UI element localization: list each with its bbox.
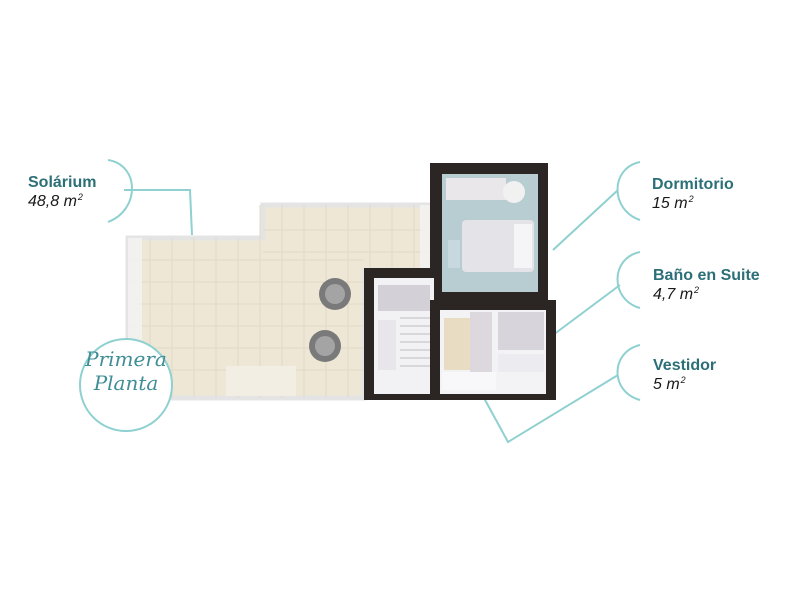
vestidor-cabinet <box>470 312 492 376</box>
vanity <box>498 354 544 372</box>
floor-label-line2: Planta <box>93 371 159 395</box>
chair <box>319 278 351 310</box>
solarium-connector <box>124 189 193 236</box>
wardrobe <box>446 178 506 200</box>
bano-vestidor-room <box>430 300 556 400</box>
callout-dormitorio: Dormitorio 15 m2 <box>652 177 734 212</box>
dormitorio-room <box>430 163 548 302</box>
armchair <box>503 181 525 203</box>
stair-steps <box>400 317 430 367</box>
floor-label: Primera Planta <box>74 347 178 423</box>
vestidor-connector <box>483 374 619 444</box>
bano-leader <box>616 251 641 309</box>
stair-core <box>364 268 440 400</box>
room-area-dormitorio: 15 m2 <box>652 194 694 212</box>
room-name-solarium: Solárium <box>28 174 97 191</box>
callout-lines <box>107 159 641 444</box>
callout-solarium: Solárium 48,8 m2 <box>28 175 128 210</box>
room-name-bano: Baño en Suite <box>653 267 760 284</box>
room-area-solarium: 48,8 m2 <box>28 192 83 210</box>
dormitorio-connector <box>552 189 619 251</box>
callout-vestidor: Vestidor 5 m2 <box>653 358 716 393</box>
room-area-vestidor: 5 m2 <box>653 375 686 393</box>
shower <box>498 312 544 350</box>
floor-label-circle <box>79 338 173 432</box>
vestidor-leader <box>616 344 641 401</box>
stair-flight <box>378 285 430 311</box>
room-name-vestidor: Vestidor <box>653 357 717 374</box>
room-name-dormitorio: Dormitorio <box>652 176 734 193</box>
solarium-leader <box>107 159 133 223</box>
bano-connector <box>552 284 621 336</box>
callout-bano: Baño en Suite 4,7 m2 <box>653 268 760 303</box>
dormitorio-leader <box>616 161 641 221</box>
chair <box>309 330 341 362</box>
stair-landing <box>226 366 296 396</box>
room-area-bano: 4,7 m2 <box>653 285 700 303</box>
floor-label-line1: Primera <box>85 347 167 371</box>
dressing-floor <box>444 318 470 370</box>
